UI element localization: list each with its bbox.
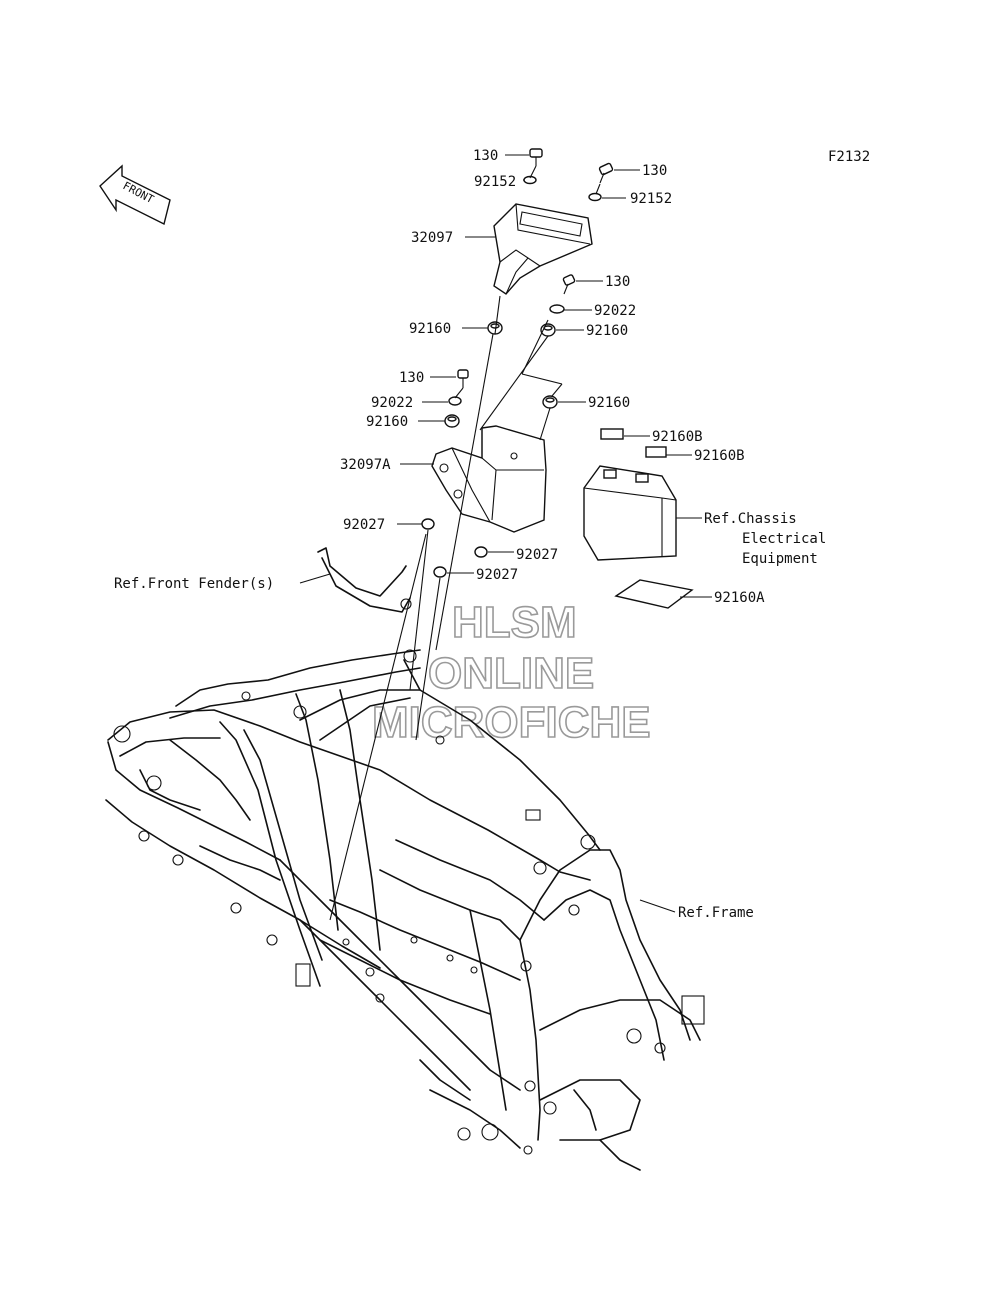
grommet-92160-c bbox=[444, 414, 460, 428]
watermark-line-3: MICROFICHE bbox=[372, 698, 651, 747]
label-130-d: 130 bbox=[399, 370, 424, 386]
label-92022-a: 92022 bbox=[594, 303, 636, 319]
nut-92027-a bbox=[421, 518, 435, 530]
bolt-130-b bbox=[598, 162, 614, 184]
nut-92027-c bbox=[433, 566, 447, 578]
bolt-130-d bbox=[457, 369, 469, 388]
label-130-b: 130 bbox=[642, 163, 667, 179]
label-ref-front-fender: Ref.Front Fender(s) bbox=[114, 576, 274, 592]
nut-92027-b bbox=[474, 546, 488, 558]
label-92027-c: 92027 bbox=[476, 567, 518, 583]
label-92160A: 92160A bbox=[714, 590, 765, 606]
front-arrow-icon: FRONT bbox=[99, 164, 171, 226]
label-92160-d: 92160 bbox=[588, 395, 630, 411]
label-130-a: 130 bbox=[473, 148, 498, 164]
label-92152-b: 92152 bbox=[630, 191, 672, 207]
label-ref-chassis-1: Ref.Chassis bbox=[704, 511, 797, 527]
label-32097A: 32097A bbox=[340, 457, 391, 473]
label-92160B-a: 92160B bbox=[652, 429, 703, 445]
diagram-code: F2132 bbox=[828, 149, 870, 165]
hardware-parts bbox=[317, 148, 694, 613]
washer-92022-a bbox=[549, 304, 565, 314]
washer-92152-b bbox=[588, 192, 602, 202]
label-92160B-b: 92160B bbox=[694, 448, 745, 464]
label-92022-b: 92022 bbox=[371, 395, 413, 411]
label-ref-chassis-2: Electrical bbox=[742, 531, 826, 547]
grommet-92160-d bbox=[542, 395, 558, 409]
battery-mat-92160A bbox=[614, 579, 694, 609]
label-ref-frame: Ref.Frame bbox=[678, 905, 754, 921]
label-130-c: 130 bbox=[605, 274, 630, 290]
label-92160-b: 92160 bbox=[586, 323, 628, 339]
label-92160-c: 92160 bbox=[366, 414, 408, 430]
battery-icon bbox=[583, 465, 677, 561]
label-92027-a: 92027 bbox=[343, 517, 385, 533]
label-ref-chassis-3: Equipment bbox=[742, 551, 818, 567]
battery-bracket-32097A bbox=[431, 425, 547, 533]
label-92160-a: 92160 bbox=[409, 321, 451, 337]
watermark: HLSM ONLINE MICROFICHE bbox=[371, 597, 651, 748]
motorcycle-frame bbox=[105, 649, 705, 1171]
pad-92160B-a bbox=[600, 428, 624, 440]
bolt-130-c bbox=[562, 274, 576, 295]
washer-92022-b bbox=[448, 396, 462, 406]
label-92152-a: 92152 bbox=[474, 174, 516, 190]
callout-labels: 130 92152 130 92152 32097 130 92022 9216… bbox=[114, 148, 826, 921]
watermark-line-2: ONLINE bbox=[428, 649, 594, 698]
label-92027-b: 92027 bbox=[516, 547, 558, 563]
front-fender-bracket bbox=[317, 547, 412, 613]
battery-cover-32097 bbox=[493, 203, 593, 295]
pad-92160B-b bbox=[645, 446, 667, 458]
watermark-line-1: HLSM bbox=[452, 598, 577, 647]
bolt-130-a bbox=[529, 148, 543, 166]
label-32097: 32097 bbox=[411, 230, 453, 246]
leader-lines bbox=[299, 154, 712, 921]
